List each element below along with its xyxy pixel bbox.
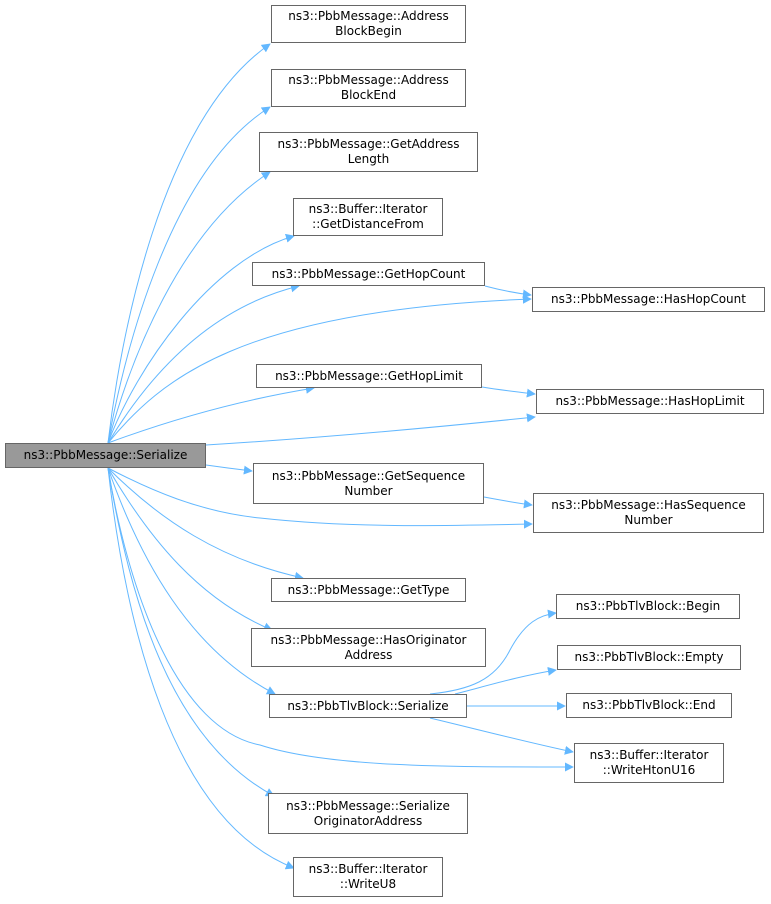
node-label-line: BlockBegin: [335, 24, 402, 38]
edge-tlv_block_serialize-to-tlv_block_begin: [429, 609, 557, 695]
node-label-line: ns3::PbbTlvBlock::Empty: [574, 650, 724, 664]
edge-get_hop_count-to-has_hop_count: [484, 285, 532, 299]
edge-layer: [107, 43, 574, 870]
node-label-line: ::WriteU8: [339, 877, 397, 891]
node-label-line: OriginatorAddress: [313, 813, 423, 828]
node-label-line: Length: [347, 152, 390, 166]
edge-root-to-get_hop_count: [107, 283, 300, 444]
edge-root-to-write_hton_u16: [107, 467, 574, 772]
node-label-line: ns3::Buffer::Iterator: [308, 862, 428, 876]
node-get-hop-count[interactable]: ns3::PbbMessage::GetHopCount: [252, 262, 485, 286]
node-tlv-block-serialize[interactable]: ns3::PbbTlvBlock::Serialize: [269, 694, 467, 718]
edge-root-to-has_originator_address: [107, 467, 273, 632]
node-label-line: ns3::PbbMessage::GetAddress: [277, 137, 460, 151]
node-label-line: ns3::PbbTlvBlock::End: [582, 698, 716, 712]
edge-get_hop_limit-to-has_hop_limit: [481, 386, 536, 398]
node-has-hop-limit[interactable]: ns3::PbbMessage::HasHopLimit: [536, 389, 764, 414]
edge-get_sequence_number-to-has_sequence_number: [483, 496, 533, 509]
node-has-hop-count[interactable]: ns3::PbbMessage::HasHopCount: [532, 287, 765, 312]
node-label-line: ns3::Buffer::Iterator: [589, 748, 709, 762]
node-label-line: ns3::PbbMessage::GetType: [287, 582, 450, 597]
edge-root-to-get_address_length: [107, 171, 271, 444]
node-get-hop-limit[interactable]: ns3::PbbMessage::GetHopLimit: [256, 364, 482, 388]
node-label-line: ns3::PbbTlvBlock::Begin: [575, 599, 721, 613]
node-label-line: Number: [344, 483, 393, 498]
edge-root-to-serialize_originator_address: [107, 467, 275, 797]
edge-root-to-address_block_end: [107, 106, 271, 444]
node-label-line: ns3::PbbMessage::HasHopCount: [551, 292, 746, 306]
node-label-line: ns3::PbbMessage::Address: [288, 9, 449, 23]
node-label-line: ns3::PbbMessage::GetSequence: [271, 468, 466, 483]
node-label-line: ns3::PbbMessage::Serialize: [286, 798, 450, 813]
node-label-line: ns3::PbbTlvBlock::Serialize: [287, 698, 449, 713]
edge-root-to-get_hop_limit: [107, 384, 315, 444]
node-label-line: ns3::PbbMessage::HasHopLimit: [555, 394, 745, 408]
edge-root-to-has_sequence_number: [107, 467, 533, 529]
node-write-hton-u16[interactable]: ns3::Buffer::Iterator::WriteHtonU16: [574, 743, 724, 783]
node-label-line: ns3::PbbMessage::Serialize: [23, 448, 188, 462]
edge-root-to-get_distance_from: [107, 233, 295, 444]
node-tlv-block-begin[interactable]: ns3::PbbTlvBlock::Begin: [556, 594, 740, 619]
node-write-u8[interactable]: ns3::Buffer::Iterator::WriteU8: [293, 857, 443, 897]
node-label-line: ns3::Buffer::Iterator: [308, 202, 428, 216]
edge-root-to-get_type: [107, 467, 304, 581]
edge-root-to-tlv_block_serialize: [107, 467, 276, 695]
node-label-line: ns3::PbbMessage::HasSequence: [551, 498, 746, 512]
edge-root-to-get_sequence_number: [205, 464, 253, 475]
edge-root-to-write_u8: [107, 467, 295, 870]
node-get-type[interactable]: ns3::PbbMessage::GetType: [271, 578, 466, 602]
edge-tlv_block_serialize-to-tlv_block_empty: [454, 666, 557, 695]
node-tlv-block-empty[interactable]: ns3::PbbTlvBlock::Empty: [557, 645, 741, 670]
edge-root-to-has_hop_count: [107, 294, 532, 444]
node-label-line: Number: [624, 513, 673, 527]
node-label-line: ns3::PbbMessage::GetHopLimit: [275, 368, 463, 383]
node-label-line: ::WriteHtonU16: [602, 763, 696, 777]
node-get-distance-from[interactable]: ns3::Buffer::Iterator::GetDistanceFrom: [293, 198, 443, 236]
node-label-line: ns3::PbbMessage::HasOriginator: [270, 632, 467, 647]
node-label-line: Address: [344, 647, 393, 662]
node-label-line: ns3::PbbMessage::Address: [288, 73, 449, 87]
node-label-line: ::GetDistanceFrom: [312, 217, 424, 231]
node-label-line: ns3::PbbMessage::GetHopCount: [271, 266, 466, 281]
node-label-line: BlockEnd: [340, 88, 397, 102]
node-root[interactable]: ns3::PbbMessage::Serialize: [5, 443, 206, 468]
node-tlv-block-end[interactable]: ns3::PbbTlvBlock::End: [566, 693, 732, 718]
edge-tlv_block_serialize-to-write_hton_u16: [429, 717, 574, 755]
edge-root-to-has_hop_limit: [205, 413, 536, 446]
edge-root-to-address_block_begin: [107, 43, 271, 444]
